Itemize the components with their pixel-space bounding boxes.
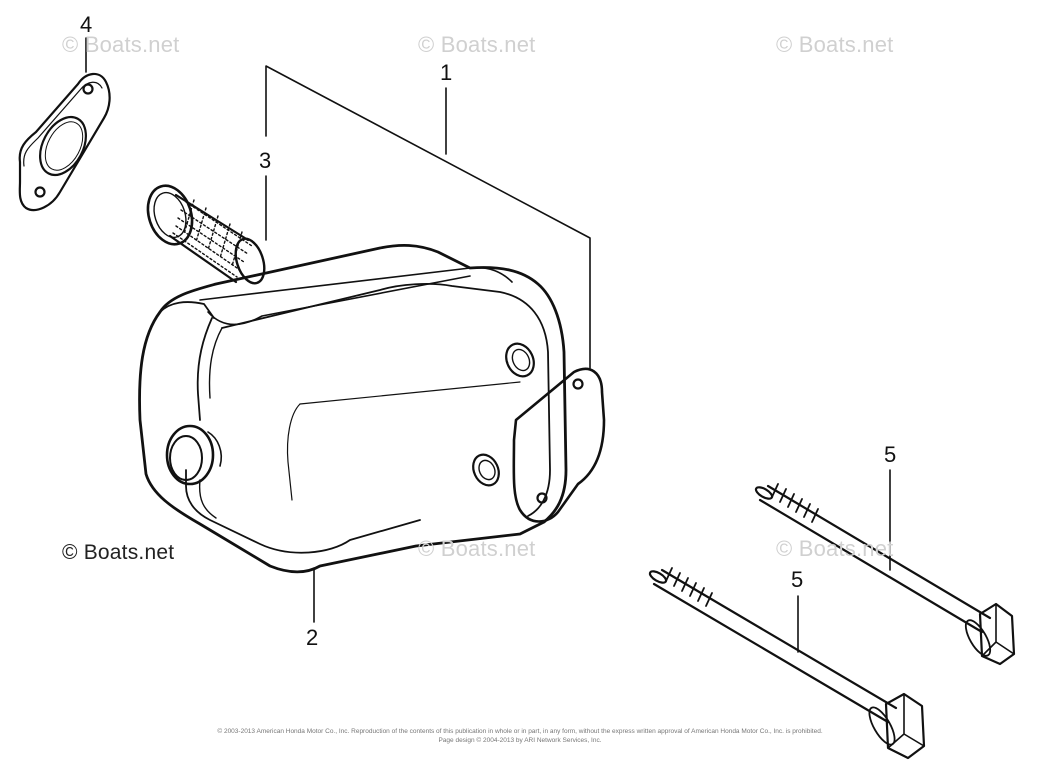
bracket-line-1	[265, 65, 591, 369]
leader-lines	[85, 37, 891, 653]
callout-5-upper: 5	[884, 442, 897, 467]
watermark: © Boats.net	[418, 536, 536, 561]
watermark-dark: © Boats.net	[62, 541, 175, 564]
muffler-part-2	[138, 243, 568, 574]
bolt-part-5-upper	[754, 483, 1016, 666]
watermark: © Boats.net	[776, 536, 894, 561]
watermark: © Boats.net	[418, 32, 536, 57]
copyright-notice: © 2003-2013 American Honda Motor Co., In…	[217, 728, 823, 735]
callout-1: 1	[440, 60, 453, 85]
callout-5-lower: 5	[791, 567, 804, 592]
callout-3: 3	[259, 148, 272, 173]
watermark: © Boats.net	[62, 32, 180, 57]
gasket-part-4	[18, 72, 111, 212]
bolt-part-5-lower	[648, 567, 926, 760]
muffler-plate-part-1	[512, 367, 606, 523]
page-design-notice: Page design © 2004-2013 by ARI Network S…	[438, 737, 602, 744]
callout-4: 4	[80, 12, 93, 37]
watermark: © Boats.net	[776, 32, 894, 57]
screen-part-3	[146, 184, 266, 285]
callout-2: 2	[306, 625, 319, 650]
